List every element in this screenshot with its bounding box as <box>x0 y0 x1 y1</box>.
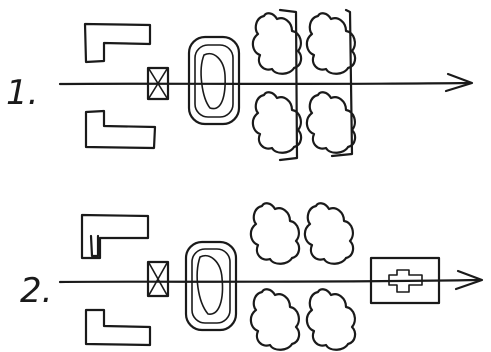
arrow-right-icon <box>58 72 474 93</box>
row-1-label: 1. <box>6 73 38 113</box>
l-shaped-building-icon <box>84 109 157 150</box>
stadium-icon <box>187 35 241 126</box>
row-1: 1. <box>6 8 474 162</box>
medical-cross-icon <box>369 256 441 305</box>
gate-x-icon <box>146 66 170 101</box>
stadium-icon <box>184 240 238 332</box>
tree-cloud-icon <box>251 8 357 162</box>
l-shaped-building-icon <box>84 308 152 347</box>
row-2-label: 2. <box>20 271 52 311</box>
l-shaped-building-icon <box>83 22 152 64</box>
row-2: 2. <box>20 202 484 351</box>
tree-cloud-icon <box>249 202 357 351</box>
l-shaped-building-icon <box>80 213 150 260</box>
gate-x-icon <box>146 260 170 298</box>
arrow-right-icon <box>58 269 484 291</box>
